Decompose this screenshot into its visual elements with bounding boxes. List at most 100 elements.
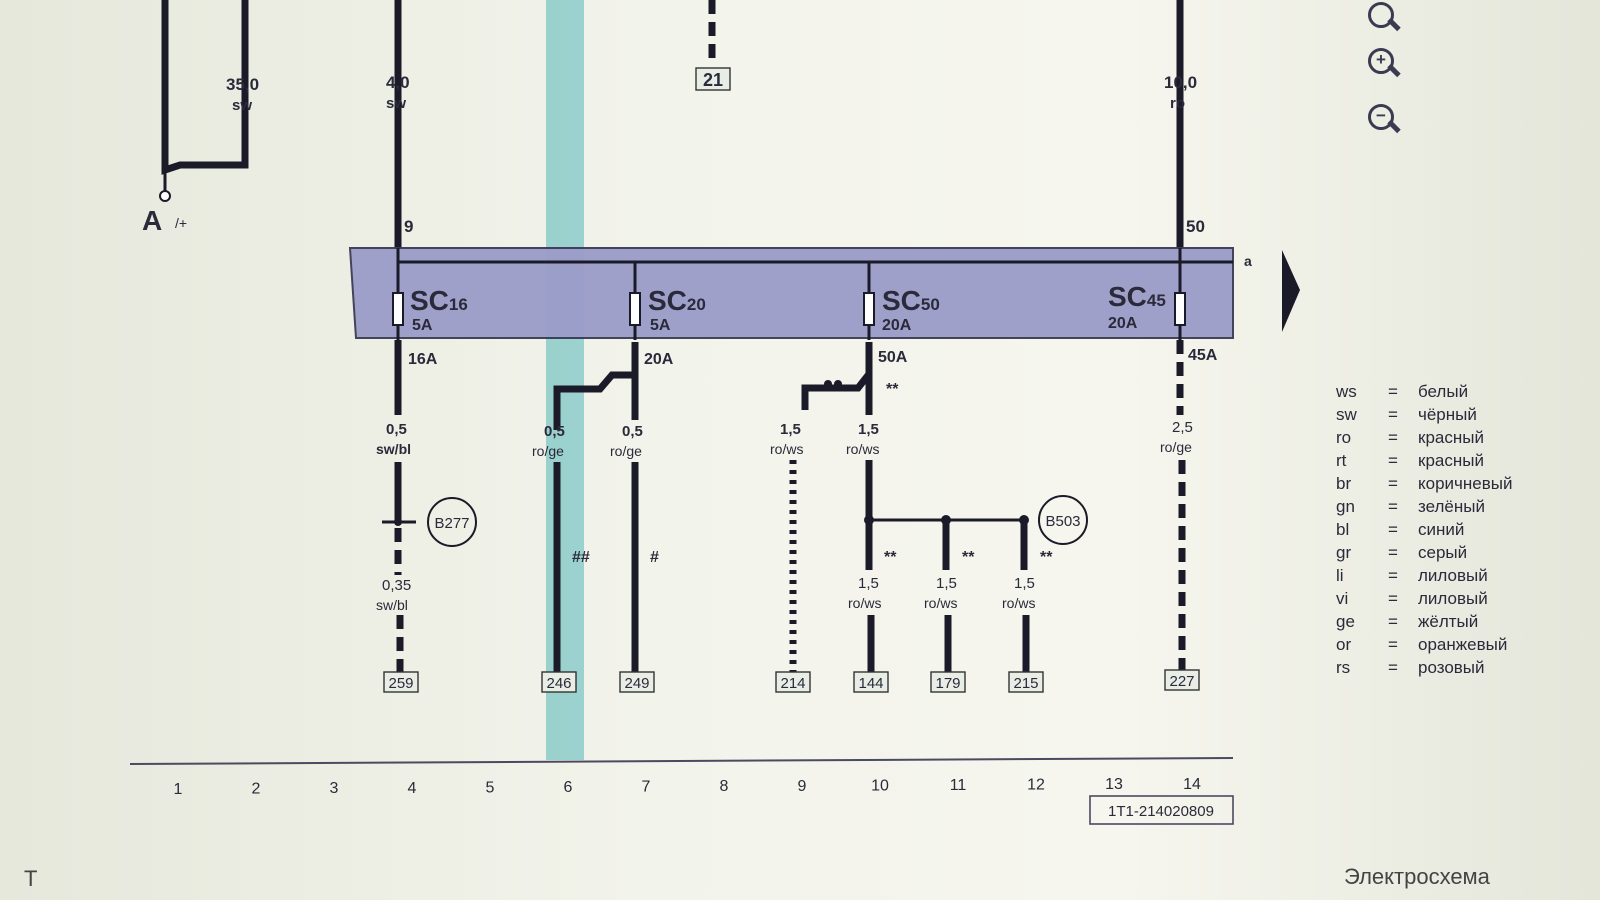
legend-row: or=оранжевый bbox=[1336, 633, 1512, 656]
legend-eq: = bbox=[1388, 473, 1398, 493]
fuse-sc45: SC45 20A bbox=[1108, 281, 1186, 332]
fuse-sc20-rating: 5A bbox=[650, 317, 671, 334]
legend-eq: = bbox=[1388, 496, 1398, 516]
feed-1-gauge: 4,0 bbox=[386, 73, 410, 92]
footer-title: Электросхема bbox=[1344, 864, 1490, 889]
terminal-249[interactable]: 249 bbox=[619, 671, 655, 693]
feed-2-color: ro bbox=[1170, 95, 1185, 112]
legend-row: vi=лиловый bbox=[1336, 587, 1512, 610]
fuse-sc16-num: 16 bbox=[449, 295, 468, 314]
wire-sc50-branch bbox=[801, 342, 873, 410]
grid-number: 10 bbox=[871, 777, 889, 794]
legend-name: серый bbox=[1418, 542, 1468, 562]
legend-eq: = bbox=[1388, 404, 1398, 424]
zoom-fit-icon[interactable] bbox=[1368, 2, 1401, 32]
fuse-sc20: SC20 5A bbox=[629, 285, 706, 334]
fuse-sc16-rating: 5A bbox=[412, 317, 433, 334]
fuse-sc50: SC50 20A bbox=[863, 285, 940, 334]
wire-8-color: ro/ws bbox=[924, 595, 957, 611]
grid-number: 14 bbox=[1183, 776, 1201, 793]
svg-text:227: 227 bbox=[1169, 673, 1194, 690]
grid-number: 5 bbox=[486, 779, 495, 796]
fuse-sc45-num: 45 bbox=[1147, 291, 1166, 310]
fuse-sc16-name: SC bbox=[410, 285, 449, 316]
zoom-in-icon[interactable]: + bbox=[1368, 48, 1401, 78]
legend-row: gr=серый bbox=[1336, 541, 1512, 564]
mark-stars-4: ** bbox=[1040, 549, 1053, 566]
terminal-179[interactable]: 179 bbox=[930, 671, 966, 693]
wire-5-gauge: 1,5 bbox=[780, 421, 801, 438]
legend-row: ws=белый bbox=[1336, 380, 1512, 403]
legend-name: лиловый bbox=[1418, 588, 1488, 608]
wire-10-color: ro/ge bbox=[1160, 439, 1192, 455]
svg-text:144: 144 bbox=[858, 675, 883, 692]
svg-text:246: 246 bbox=[546, 675, 571, 692]
mark-double-hash: ## bbox=[572, 549, 590, 566]
terminal-144[interactable]: 144 bbox=[853, 671, 889, 693]
feed-2-gauge: 10,0 bbox=[1164, 73, 1197, 92]
grid-number: 8 bbox=[720, 778, 729, 795]
terminal-215[interactable]: 215 bbox=[1008, 671, 1044, 693]
terminal-246[interactable]: 246 bbox=[541, 671, 577, 693]
legend-row: ro = красный bbox=[1336, 426, 1512, 449]
zoom-out-icon[interactable]: − bbox=[1368, 104, 1401, 134]
fuse-sc16-out: 16A bbox=[408, 351, 438, 368]
legend-eq: = bbox=[1388, 611, 1398, 631]
wire-1-color: sw/bl bbox=[376, 441, 411, 457]
legend-eq: = bbox=[1388, 657, 1398, 677]
legend-code: ro bbox=[1336, 427, 1352, 447]
wire-sc20-branch bbox=[553, 342, 639, 430]
wire-7-gauge: 1,5 bbox=[858, 575, 879, 592]
legend-eq: = bbox=[1388, 634, 1398, 654]
fuse-sc50-out: 50A bbox=[878, 349, 908, 366]
svg-text:179: 179 bbox=[935, 675, 960, 692]
legend-row: rs = розовый bbox=[1336, 656, 1512, 679]
grid-number: 2 bbox=[252, 781, 261, 798]
legend-name: лиловый bbox=[1418, 565, 1488, 585]
legend-name: чёрный bbox=[1418, 404, 1477, 424]
legend-name: коричневый bbox=[1418, 473, 1513, 493]
terminal-227[interactable]: 227 bbox=[1164, 669, 1200, 691]
wire-3-color: ro/ge bbox=[532, 443, 564, 459]
wire-3-gauge: 0,5 bbox=[544, 423, 565, 440]
wire-9-gauge: 1,5 bbox=[1014, 575, 1035, 592]
fuse-sc16: SC16 5A bbox=[392, 285, 468, 334]
legend-name: зелёный bbox=[1418, 496, 1485, 516]
connector-21-label: 21 bbox=[703, 70, 723, 90]
wire-feed-a bbox=[161, 0, 249, 175]
terminal-214[interactable]: 214 bbox=[775, 671, 811, 693]
legend-row: bl=синий bbox=[1336, 518, 1512, 541]
fuse-sc50-num: 50 bbox=[921, 295, 940, 314]
svg-text:SC20: SC20 bbox=[648, 285, 706, 316]
mark-stars-1: ** bbox=[886, 381, 899, 398]
legend-code: sw bbox=[1336, 404, 1357, 424]
legend-eq: = bbox=[1388, 427, 1398, 447]
wire-8-gauge: 1,5 bbox=[936, 575, 957, 592]
legend-name: розовый bbox=[1418, 657, 1485, 677]
mark-hash: # bbox=[650, 549, 659, 566]
legend-eq: = bbox=[1388, 381, 1398, 401]
grid-number: 6 bbox=[564, 779, 573, 796]
terminal-a-label: A bbox=[142, 205, 162, 236]
legend-row: sw = чёрный bbox=[1336, 403, 1512, 426]
terminal-259[interactable]: 259 bbox=[383, 671, 419, 693]
legend-code: rs bbox=[1336, 657, 1351, 677]
legend-name: синий bbox=[1418, 519, 1465, 539]
footer-left-text: Т bbox=[24, 866, 38, 891]
svg-text:249: 249 bbox=[624, 675, 649, 692]
legend-code: li bbox=[1336, 565, 1344, 585]
grid-number: 4 bbox=[408, 780, 417, 797]
next-page-arrow[interactable] bbox=[1282, 250, 1300, 332]
legend-name: красный bbox=[1418, 427, 1484, 447]
doc-id: 1T1-214020809 bbox=[1108, 803, 1214, 820]
legend-row: li=лиловый bbox=[1336, 564, 1512, 587]
feed-1-pin: 9 bbox=[404, 217, 413, 236]
feed-1-color: sw bbox=[386, 95, 406, 112]
legend-code: bl bbox=[1336, 519, 1350, 539]
svg-text:SC45: SC45 bbox=[1108, 281, 1166, 312]
svg-text:214: 214 bbox=[780, 675, 805, 692]
mark-stars-3: ** bbox=[962, 549, 975, 566]
